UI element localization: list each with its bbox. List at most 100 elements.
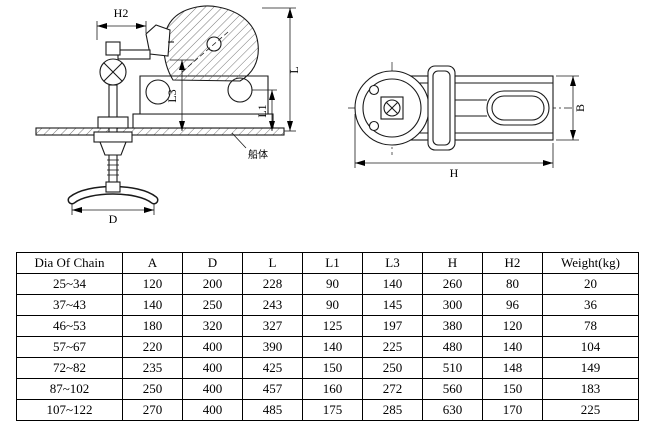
table-cell: 300 — [422, 294, 483, 316]
table-cell: 140 — [362, 273, 423, 295]
table-cell: 78 — [542, 315, 639, 337]
column-header: Dia Of Chain — [16, 252, 123, 274]
table-cell: 150 — [482, 378, 543, 400]
table-cell: 457 — [242, 378, 303, 400]
table-cell: 400 — [182, 378, 243, 400]
table-cell: 25~34 — [16, 273, 123, 295]
hull-section-hatching — [35, 127, 285, 136]
table-cell: 380 — [422, 315, 483, 337]
column-header: L — [242, 252, 303, 274]
table-cell: 140 — [122, 294, 183, 316]
table-cell: 90 — [302, 273, 363, 295]
table-cell: 390 — [242, 336, 303, 358]
hull-label: 船体 — [248, 148, 268, 161]
table-cell: 272 — [362, 378, 423, 400]
mounting-flange — [354, 70, 430, 146]
table-cell: 96 — [482, 294, 543, 316]
table-cell: 148 — [482, 357, 543, 379]
latch-lever — [145, 24, 174, 57]
side-view-dimensions — [354, 75, 579, 168]
table-cell: 57~67 — [16, 336, 123, 358]
table-cell: 485 — [242, 399, 303, 421]
table-cell: 250 — [182, 294, 243, 316]
table-cell: 400 — [182, 399, 243, 421]
front-view-drawing — [35, 5, 285, 205]
table-cell: 225 — [362, 336, 423, 358]
table-cell: 425 — [242, 357, 303, 379]
table-cell: 480 — [422, 336, 483, 358]
table-cell: 225 — [542, 399, 639, 421]
side-view-drawing — [348, 62, 572, 155]
table-cell: 149 — [542, 357, 639, 379]
table-cell: 140 — [482, 336, 543, 358]
dim-label-l: L — [287, 66, 301, 73]
table-cell: 320 — [182, 315, 243, 337]
table-cell: 235 — [122, 357, 183, 379]
table-cell: 250 — [122, 378, 183, 400]
column-header: L1 — [302, 252, 363, 274]
table-cell: 37~43 — [16, 294, 123, 316]
table-cell: 107~122 — [16, 399, 123, 421]
table-cell: 90 — [302, 294, 363, 316]
front-view-dimensions — [71, 7, 296, 215]
cam-pawl — [163, 5, 259, 82]
table-cell: 197 — [362, 315, 423, 337]
base-plate — [132, 113, 274, 129]
chain-slot — [486, 90, 550, 126]
table-cell: 104 — [542, 336, 639, 358]
table-cell: 72~82 — [16, 357, 123, 379]
screw-assembly — [93, 41, 151, 187]
table-cell: 630 — [422, 399, 483, 421]
table-cell: 200 — [182, 273, 243, 295]
dim-label-d: D — [109, 212, 118, 226]
table-cell: 183 — [542, 378, 639, 400]
drawing-area: H2 L L1 L3 D 船体 — [35, 5, 587, 226]
table-cell: 270 — [122, 399, 183, 421]
table-cell: 140 — [302, 336, 363, 358]
column-header: H — [422, 252, 483, 274]
bolt-hole — [368, 120, 380, 132]
table-cell: 20 — [542, 273, 639, 295]
dim-label-h2: H2 — [114, 6, 129, 20]
table-cell: 285 — [362, 399, 423, 421]
table-cell: 120 — [482, 315, 543, 337]
dim-label-b: B — [573, 104, 587, 112]
handle — [67, 181, 159, 205]
table-cell: 175 — [302, 399, 363, 421]
table-cell: 36 — [542, 294, 639, 316]
bracket — [139, 75, 269, 115]
table-cell: 145 — [362, 294, 423, 316]
column-header: A — [122, 252, 183, 274]
dim-label-h: H — [450, 166, 459, 180]
table-cell: 125 — [302, 315, 363, 337]
bolt-hole — [368, 84, 380, 96]
dim-label-l3: L3 — [165, 89, 179, 102]
table-cell: 560 — [422, 378, 483, 400]
dim-label-l1: L1 — [255, 104, 269, 117]
table-cell: 87~102 — [16, 378, 123, 400]
table-cell: 243 — [242, 294, 303, 316]
table-cell: 228 — [242, 273, 303, 295]
table-cell: 220 — [122, 336, 183, 358]
table-cell: 80 — [482, 273, 543, 295]
table-cell: 327 — [242, 315, 303, 337]
cam-housing — [427, 65, 456, 151]
table-cell: 160 — [302, 378, 363, 400]
table-cell: 400 — [182, 357, 243, 379]
table-cell: 260 — [422, 273, 483, 295]
column-header: L3 — [362, 252, 423, 274]
table-cell: 180 — [122, 315, 183, 337]
